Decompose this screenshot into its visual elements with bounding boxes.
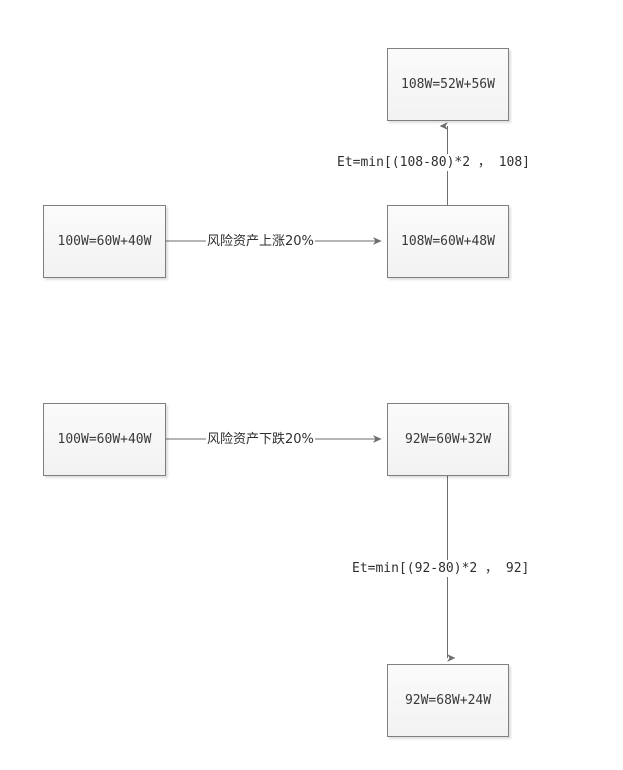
node-lower-start-label: 100W=60W+40W [57,432,152,447]
edge-label-lower-move: 风险资产下跌20% [206,431,315,448]
node-upper-start-label: 100W=60W+40W [57,234,152,249]
node-lower-start[interactable]: 100W=60W+40W [43,403,166,476]
node-lower-rebalanced[interactable]: 92W=68W+24W [387,664,509,737]
edge-label-upper-move: 风险资产上涨20% [206,233,315,250]
edge-label-lower-rebalance: Et=min[(92-80)*2 ， 92] [351,560,531,577]
node-upper-start[interactable]: 100W=60W+40W [43,205,166,278]
node-lower-after-move[interactable]: 92W=60W+32W [387,403,509,476]
edge-label-upper-rebalance: Et=min[(108-80)*2 ， 108] [336,154,532,171]
node-upper-rebalanced[interactable]: 108W=52W+56W [387,48,509,121]
node-lower-after-move-label: 92W=60W+32W [404,432,492,447]
node-upper-rebalanced-label: 108W=52W+56W [401,77,495,92]
node-lower-rebalanced-label: 92W=68W+24W [404,693,492,708]
node-upper-after-move-label: 108W=60W+48W [401,234,495,249]
node-upper-after-move[interactable]: 108W=60W+48W [387,205,509,278]
